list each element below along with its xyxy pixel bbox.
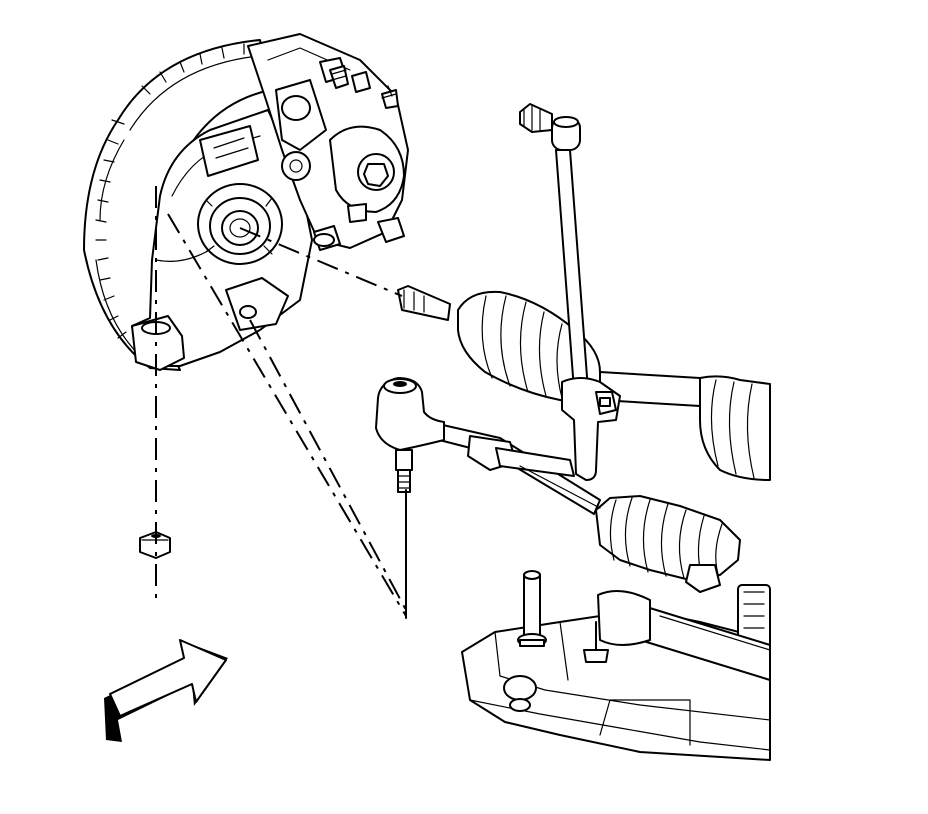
direction-arrow [104,639,228,742]
axle-cv-boot-inner [699,375,771,481]
steering-gear-boot [595,495,741,593]
outer-tie-rod-end [375,377,445,493]
steering-rack-tube [597,590,771,681]
wheel-bearing-hub [197,183,283,265]
assembly-centerlines [155,186,407,619]
brake-caliper [247,33,409,251]
arm-bolt [583,621,609,663]
ball-joint-stud [517,570,547,647]
stabilizer-link [519,103,621,481]
drive-axle-shaft [397,285,701,407]
